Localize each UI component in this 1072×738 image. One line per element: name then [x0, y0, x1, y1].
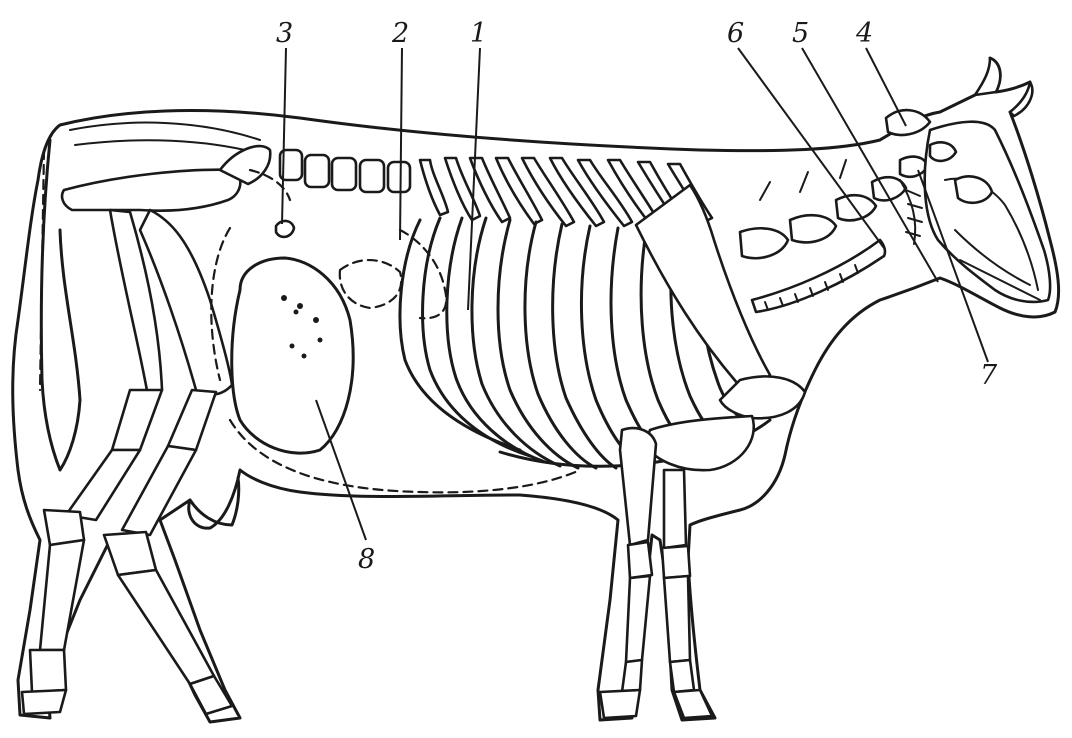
label-3: 3: [276, 18, 293, 49]
cervical-vertebrae: [740, 157, 928, 259]
label-8: 8: [358, 544, 375, 575]
skull: [886, 58, 1050, 302]
label-6: 6: [727, 18, 744, 49]
label-1: 1: [470, 18, 487, 49]
label-4: 4: [855, 18, 873, 49]
front-leg-far: [662, 470, 712, 718]
rumen-outline: [232, 258, 353, 453]
humerus: [720, 376, 805, 418]
label-5: 5: [792, 18, 809, 49]
scapula: [636, 185, 770, 386]
label-2: 2: [391, 18, 409, 49]
front-leg-near: [600, 428, 656, 718]
pelvis: [62, 170, 240, 211]
label-7: 7: [980, 360, 998, 391]
kidney: [276, 221, 294, 237]
